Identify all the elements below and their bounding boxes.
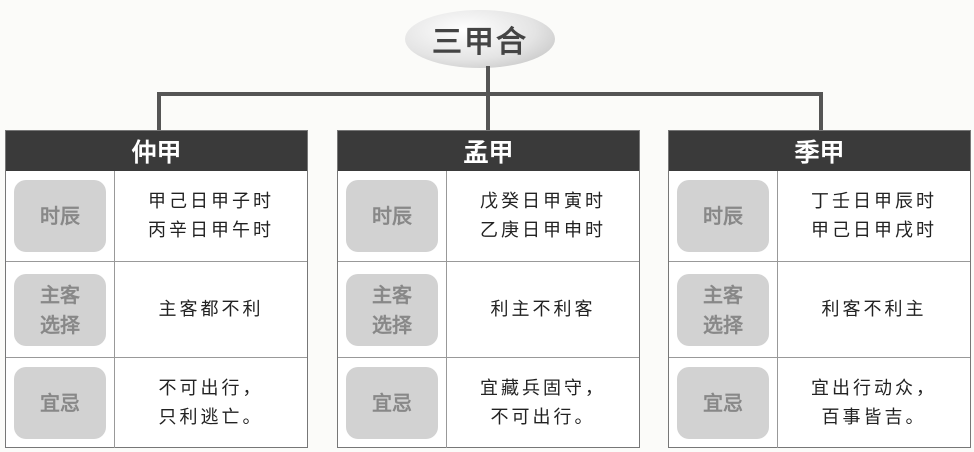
connector-right <box>819 92 823 130</box>
suitability-line: 百事皆吉。 <box>821 407 927 428</box>
time-value: 戊癸日甲寅时乙庚日甲申时 <box>447 171 639 261</box>
row-suitability: 宜忌 宜藏兵固守， 不可出行。 <box>338 357 639 448</box>
suitability-line: 不可出行， <box>158 378 264 399</box>
panel-header: 季甲 <box>669 131 970 171</box>
suitability-line: 只利逃亡。 <box>158 407 264 428</box>
label-text: 时辰 <box>40 204 80 228</box>
row-suitability: 宜忌 宜出行动众， 百事皆吉。 <box>669 357 970 448</box>
label-text: 时辰 <box>372 204 412 228</box>
row-time: 时辰 甲己日甲子时丙辛日甲午时 <box>6 171 307 261</box>
label-text: 选择 <box>372 312 412 337</box>
connector-horizontal <box>157 92 823 96</box>
label-time: 时辰 <box>14 180 106 252</box>
time-line: 乙庚日甲申时 <box>480 220 606 241</box>
connector-root <box>486 66 490 130</box>
panel-header: 孟甲 <box>338 131 639 171</box>
label-text: 宜忌 <box>40 391 80 415</box>
label-host-guest: 主客选择 <box>346 273 438 346</box>
panel-header: 仲甲 <box>6 131 307 171</box>
row-suitability: 宜忌 不可出行， 只利逃亡。 <box>6 357 307 448</box>
label-suitability: 宜忌 <box>14 367 106 439</box>
label-time: 时辰 <box>677 180 769 252</box>
label-suitability: 宜忌 <box>677 367 769 439</box>
time-value: 甲己日甲子时丙辛日甲午时 <box>115 171 307 261</box>
suitability-line: 不可出行。 <box>490 407 596 428</box>
suitability-line: 宜出行动众， <box>811 378 937 399</box>
suitability-value: 不可出行， 只利逃亡。 <box>115 358 307 448</box>
panel-mengjia: 孟甲 时辰 戊癸日甲寅时乙庚日甲申时 主客选择 利主不利客 宜忌 宜藏兵固守， 不… <box>337 130 640 448</box>
panel-zhongjia: 仲甲 时辰 甲己日甲子时丙辛日甲午时 主客选择 主客都不利 宜忌 不可出行， 只利… <box>5 130 308 448</box>
time-line: 甲己日甲子时 <box>148 191 274 212</box>
label-text: 主客 <box>40 282 80 307</box>
host-guest-value: 利客不利主 <box>821 299 927 320</box>
panel-jijia: 季甲 时辰 丁壬日甲辰时甲己日甲戌时 主客选择 利客不利主 宜忌 宜出行动众， 百… <box>668 130 971 448</box>
label-text: 主客 <box>703 282 743 307</box>
row-time: 时辰 戊癸日甲寅时乙庚日甲申时 <box>338 171 639 261</box>
label-text: 时辰 <box>703 204 743 228</box>
title-node: 三甲合 <box>405 10 555 68</box>
time-line: 甲己日甲戌时 <box>811 220 937 241</box>
host-guest-value: 利主不利客 <box>490 299 596 320</box>
label-host-guest: 主客选择 <box>677 273 769 346</box>
label-text: 选择 <box>703 312 743 337</box>
suitability-value: 宜藏兵固守， 不可出行。 <box>447 358 639 448</box>
suitability-value: 宜出行动众， 百事皆吉。 <box>778 358 970 448</box>
label-host-guest: 主客选择 <box>14 273 106 346</box>
time-line: 丁壬日甲辰时 <box>811 191 937 212</box>
row-host-guest: 主客选择 利客不利主 <box>669 261 970 357</box>
label-text: 宜忌 <box>372 391 412 415</box>
time-value: 丁壬日甲辰时甲己日甲戌时 <box>778 171 970 261</box>
time-line: 丙辛日甲午时 <box>148 220 274 241</box>
row-time: 时辰 丁壬日甲辰时甲己日甲戌时 <box>669 171 970 261</box>
label-text: 宜忌 <box>703 391 743 415</box>
label-time: 时辰 <box>346 180 438 252</box>
label-suitability: 宜忌 <box>346 367 438 439</box>
label-text: 选择 <box>40 312 80 337</box>
host-guest-value: 主客都不利 <box>158 299 264 320</box>
row-host-guest: 主客选择 主客都不利 <box>6 261 307 357</box>
connector-left <box>157 92 161 130</box>
suitability-line: 宜藏兵固守， <box>480 378 606 399</box>
time-line: 戊癸日甲寅时 <box>480 191 606 212</box>
row-host-guest: 主客选择 利主不利客 <box>338 261 639 357</box>
label-text: 主客 <box>372 282 412 307</box>
